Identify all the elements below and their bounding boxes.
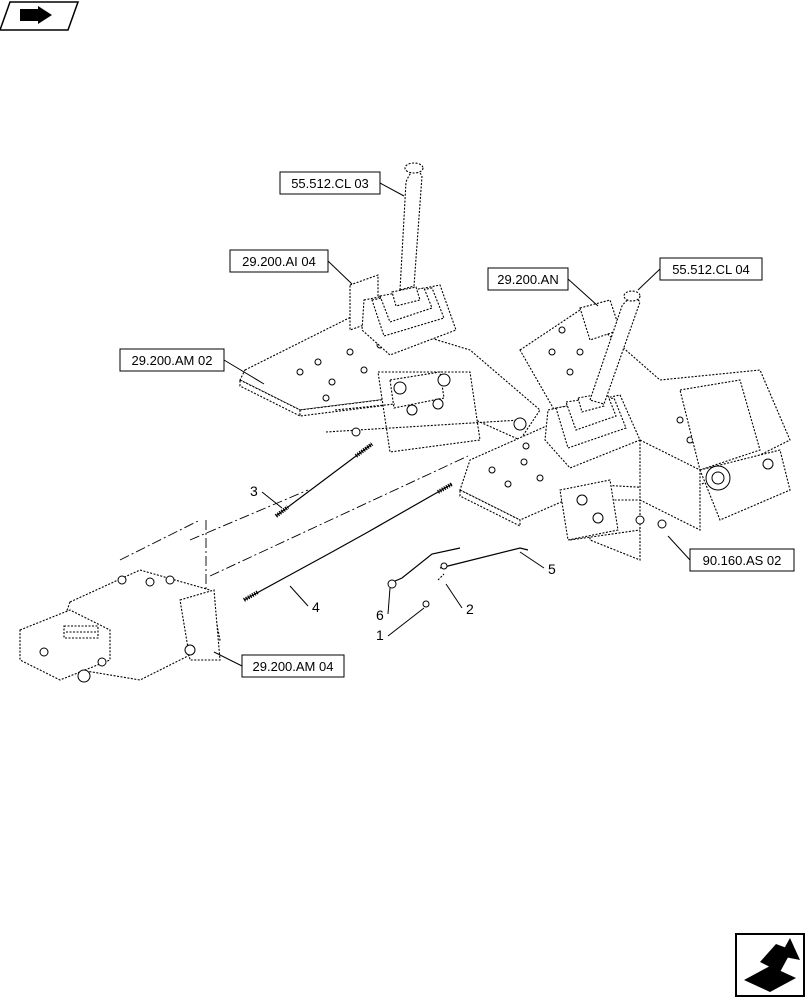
ref-box-55512cl04[interactable]: 55.512.CL 04 xyxy=(659,257,763,281)
callout-label: 2 xyxy=(466,601,474,617)
callout-6: 6 xyxy=(376,587,391,623)
ref-label-29200am04: 29.200.AM 04 xyxy=(253,659,334,674)
callout-label: 4 xyxy=(312,599,320,615)
ref-box-29200am04[interactable]: 29.200.AM 04 xyxy=(241,654,345,678)
left-control-lever xyxy=(361,162,457,356)
lower-left-valve-assembly xyxy=(19,569,221,683)
rod-4 xyxy=(243,482,453,602)
ref-box-55512cl03[interactable]: 55.512.CL 03 xyxy=(279,171,381,195)
callout-label: 5 xyxy=(548,561,556,577)
rod-5-assembly xyxy=(387,547,529,608)
callout-label: 6 xyxy=(376,607,384,623)
book-arrow-icon[interactable] xyxy=(0,1,80,31)
callout-3: 3 xyxy=(250,483,283,509)
ref-label-90160as02: 90.160.AS 02 xyxy=(703,553,782,568)
callout-label: 3 xyxy=(250,483,258,499)
next-page-arrow-icon[interactable] xyxy=(735,933,805,997)
ref-label-29200an: 29.200.AN xyxy=(497,272,558,287)
ref-label-55512cl03: 55.512.CL 03 xyxy=(291,176,369,191)
ref-label-29200am02: 29.200.AM 02 xyxy=(132,353,213,368)
callout-label: 1 xyxy=(376,627,384,643)
rod-3 xyxy=(274,442,374,518)
ref-box-90160as02[interactable]: 90.160.AS 02 xyxy=(689,548,795,572)
callout-2: 2 xyxy=(445,583,474,617)
callout-5: 5 xyxy=(519,551,556,577)
callout-4: 4 xyxy=(289,585,320,615)
left-linkage xyxy=(325,371,527,453)
ref-label-55512cl04: 55.512.CL 04 xyxy=(672,262,750,277)
right-linkage xyxy=(559,479,667,541)
right-control-lever xyxy=(544,290,641,469)
ref-box-29200an[interactable]: 29.200.AN xyxy=(487,267,569,291)
ref-box-29200am02[interactable]: 29.200.AM 02 xyxy=(119,348,225,372)
ref-label-29200ai04: 29.200.AI 04 xyxy=(242,254,316,269)
center-lines xyxy=(119,455,469,600)
ref-box-29200ai04[interactable]: 29.200.AI 04 xyxy=(229,249,329,273)
right-side-housing xyxy=(589,379,791,561)
callout-1: 1 xyxy=(376,607,425,643)
